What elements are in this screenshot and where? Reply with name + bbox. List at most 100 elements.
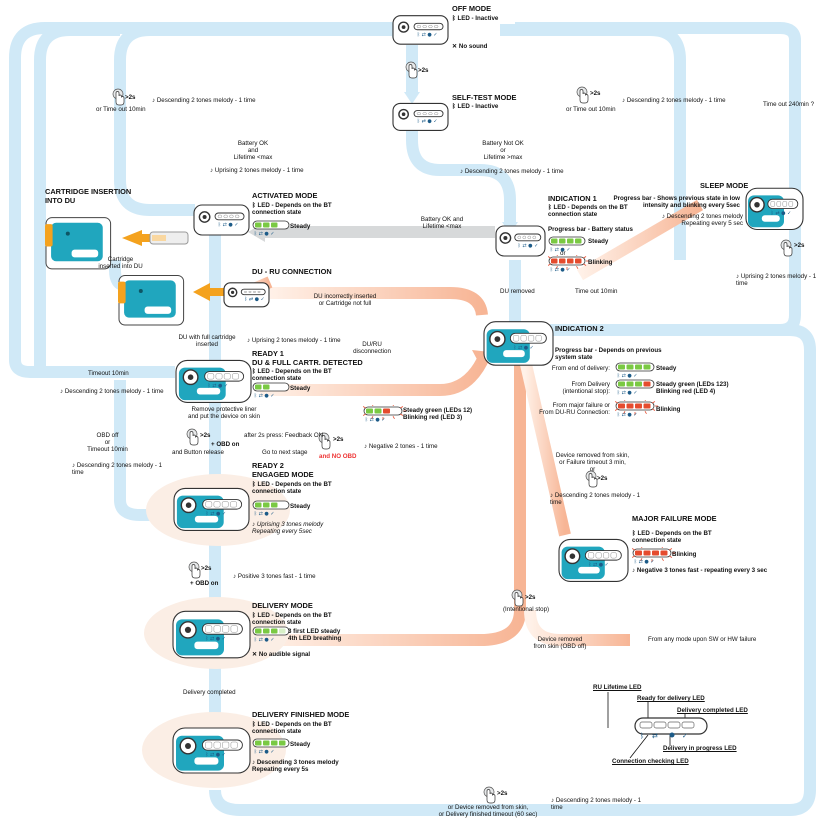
- cartridge-du-device: [45, 217, 112, 270]
- press-label: >2s: [125, 94, 136, 101]
- timeout-10-left-label: Timeout 10min: [88, 370, 129, 377]
- obd-off-label: OBD off or Timeout 10min: [87, 432, 128, 453]
- music-note-icon: ♪: [72, 462, 77, 469]
- music-note-icon: ♪: [736, 273, 741, 280]
- ready1-title: READY 1 DU & FULL CARTR. DETECTED: [252, 349, 363, 367]
- svg-text:⇄: ⇄: [652, 732, 658, 740]
- positive-3-label: ♪ Positive 3 tones fast - 1 time: [233, 573, 316, 580]
- delivery-finished-melody: ♪ Descending 3 tones melody Repeating ev…: [252, 759, 339, 773]
- svg-text:ᛒ ⇄ ● ✓: ᛒ ⇄ ● ✓: [206, 511, 227, 517]
- indication2-from-delivery: From Delivery (intentional stop):: [562, 381, 610, 395]
- bluetooth-icon: ᛒ: [252, 612, 258, 619]
- delivery-completed-label: Delivery completed: [183, 689, 236, 696]
- indication1-led: ᛒ LED - Depends on the BT connection sta…: [548, 204, 628, 218]
- bottom-press-label: >2s: [497, 790, 508, 797]
- mid-melody-label: ♪ Descending 2 tones melody - 1 time: [460, 168, 564, 175]
- delivery-title: DELIVERY MODE: [252, 601, 313, 610]
- melody-label: ♪ Descending 2 tones melody - 1 time: [152, 97, 256, 104]
- removed-3min-label: Device removed from skin, or Failure tim…: [555, 452, 630, 473]
- ready1-led-bar: ᛒ ⇄ ● ✓: [252, 382, 290, 399]
- ready2-steady: Steady: [290, 503, 311, 510]
- bluetooth-icon: ᛒ: [252, 481, 258, 488]
- indication1-led-bar-steady: ᛒ ⇄ ● ✓: [548, 236, 586, 253]
- delivery-finished-steady: Steady: [290, 741, 311, 748]
- music-note-icon: ♪: [252, 521, 257, 528]
- desc-2-left2-label: ♪ Descending 2 tones melody - 1 time: [60, 388, 164, 395]
- ready1-error-led-bar: ᛒ ⇄ ● ✓: [363, 405, 406, 423]
- svg-text:ᛒ ⇄ ● ✓: ᛒ ⇄ ● ✓: [617, 412, 638, 418]
- sleep-uprising-label: ♪ Uprising 2 tones melody - 1 time: [736, 273, 817, 287]
- svg-text:ᛒ ⇄ ● ✓: ᛒ ⇄ ● ✓: [518, 243, 539, 249]
- music-note-icon: ♪: [460, 168, 465, 175]
- mute-icon: ✕: [452, 43, 459, 50]
- svg-text:ᛒ ⇄ ● ✓: ᛒ ⇄ ● ✓: [254, 393, 275, 399]
- indication1-steady: Steady: [588, 238, 609, 245]
- svg-text:ᛒ ⇄ ● ✓: ᛒ ⇄ ● ✓: [617, 373, 638, 379]
- sleep-device: ᛒ ⇄ ● ✓: [745, 187, 804, 231]
- bluetooth-icon: ᛒ: [452, 103, 458, 110]
- du-full-cartridge-label: DU with full cartridge inserted: [178, 334, 236, 348]
- svg-text:ᛒ ⇄ ● ✓: ᛒ ⇄ ● ✓: [254, 231, 275, 237]
- major-failure-led: ᛒ LED - Depends on the BT connection sta…: [632, 530, 712, 544]
- cartridge-title: CARTRIDGE INSERTION INTO DU: [45, 187, 132, 205]
- finger-press-icon: [186, 428, 199, 446]
- path-self-ind1: [406, 120, 516, 225]
- finger-press-icon: [576, 86, 589, 104]
- ready1-led: ᛒ LED - Depends on the BT connection sta…: [252, 368, 332, 382]
- music-note-icon: ♪: [550, 492, 555, 499]
- bluetooth-icon: ᛒ: [252, 368, 258, 375]
- svg-text:ᛒ ⇄ ● ✓: ᛒ ⇄ ● ✓: [550, 247, 571, 253]
- indication1-progress: Progress bar - Battery status: [548, 226, 633, 233]
- activated-steady: Steady: [290, 223, 311, 230]
- svg-text:ᛒ ⇄ ● ✓: ᛒ ⇄ ● ✓: [254, 749, 275, 755]
- svg-text:ᛒ ⇄ ● ✓: ᛒ ⇄ ● ✓: [205, 752, 226, 758]
- svg-text:ᛒ ⇄ ● ✓: ᛒ ⇄ ● ✓: [617, 390, 638, 396]
- battery-ok-label: Battery OK and Lifetime <max: [233, 140, 273, 161]
- device-removed-obd-label: Device removed from skin (OBD off): [533, 636, 587, 650]
- music-note-icon: ♪: [252, 759, 257, 766]
- bottom-removed-label: or Device removed from skin, or Delivery…: [438, 804, 538, 818]
- ready2-led: ᛒ LED - Depends on the BT connection sta…: [252, 481, 332, 495]
- major-failure-title: MAJOR FAILURE MODE: [632, 514, 717, 523]
- du-ru-du-device: [118, 274, 185, 326]
- du-ru-ru-device: ᛒ ⇄ ● ✓: [223, 282, 270, 308]
- intentional-stop-label: (Intentional stop): [503, 606, 550, 613]
- ready2-title: READY 2 ENGAGED MODE: [252, 461, 314, 479]
- delivery-led: ᛒ LED - Depends on the BT connection sta…: [252, 612, 332, 626]
- no-obd-label: and NO OBD: [319, 453, 357, 460]
- indication1-title: INDICATION 1: [548, 194, 597, 203]
- delivery-sound: ✕ No audible signal: [252, 651, 311, 658]
- music-note-icon: ♪: [622, 97, 627, 104]
- activated-device: ᛒ ⇄ ● ✓: [193, 204, 250, 236]
- finger-press-icon: [188, 561, 201, 579]
- off-mode-device: ᛒ ⇄ ● ✓: [392, 15, 449, 45]
- music-note-icon: ♪: [364, 443, 369, 450]
- negative-2-label: ♪ Negative 2 tones - 1 time: [364, 443, 438, 450]
- major-failure-device: ᛒ ⇄ ● ✓: [558, 538, 629, 582]
- finger-press-icon: [511, 589, 524, 607]
- uprising-label: ♪ Uprising 2 tones melody - 1 time: [210, 167, 304, 174]
- battery-ok-life-label: Battery OK and Lifetime <max: [420, 216, 464, 230]
- svg-text:ᛒ ⇄ ● ✓: ᛒ ⇄ ● ✓: [417, 119, 438, 125]
- sleep-title: SLEEP MODE: [700, 181, 749, 190]
- obd-on-label: + OBD on: [211, 441, 240, 448]
- major-failure-melody: ♪ Negative 3 tones fast - repeating ever…: [632, 567, 768, 574]
- music-note-icon: ♪: [247, 337, 252, 344]
- right-press-label: >2s: [590, 90, 601, 97]
- legend-connection-checking: Connection checking LED: [612, 758, 689, 765]
- timeout-240-label: Time out 240min ?: [763, 101, 815, 108]
- orange-arrow-du-ru: [193, 283, 210, 301]
- indication2-steady-green: Steady green (LEDs 123) Blinking red (LE…: [656, 381, 729, 395]
- button-release-label: and Button release: [172, 449, 224, 456]
- indication2-from-end: From end of delivery:: [551, 365, 610, 372]
- self-test-device: ᛒ ⇄ ● ✓: [392, 102, 449, 131]
- after-2s-label: after 2s press: Feedback ON: [244, 432, 324, 439]
- activated-title: ACTIVATED MODE: [252, 191, 318, 200]
- path-major-ind2: [519, 358, 571, 537]
- indication2-led-bar-steady: ᛒ ⇄ ● ✓: [615, 362, 655, 379]
- music-note-icon: ♪: [551, 797, 556, 804]
- du-removed-label: DU removed: [500, 288, 535, 295]
- indication2-progress: Progress bar - Depends on previous syste…: [555, 347, 662, 361]
- bluetooth-icon: ᛒ: [252, 202, 258, 209]
